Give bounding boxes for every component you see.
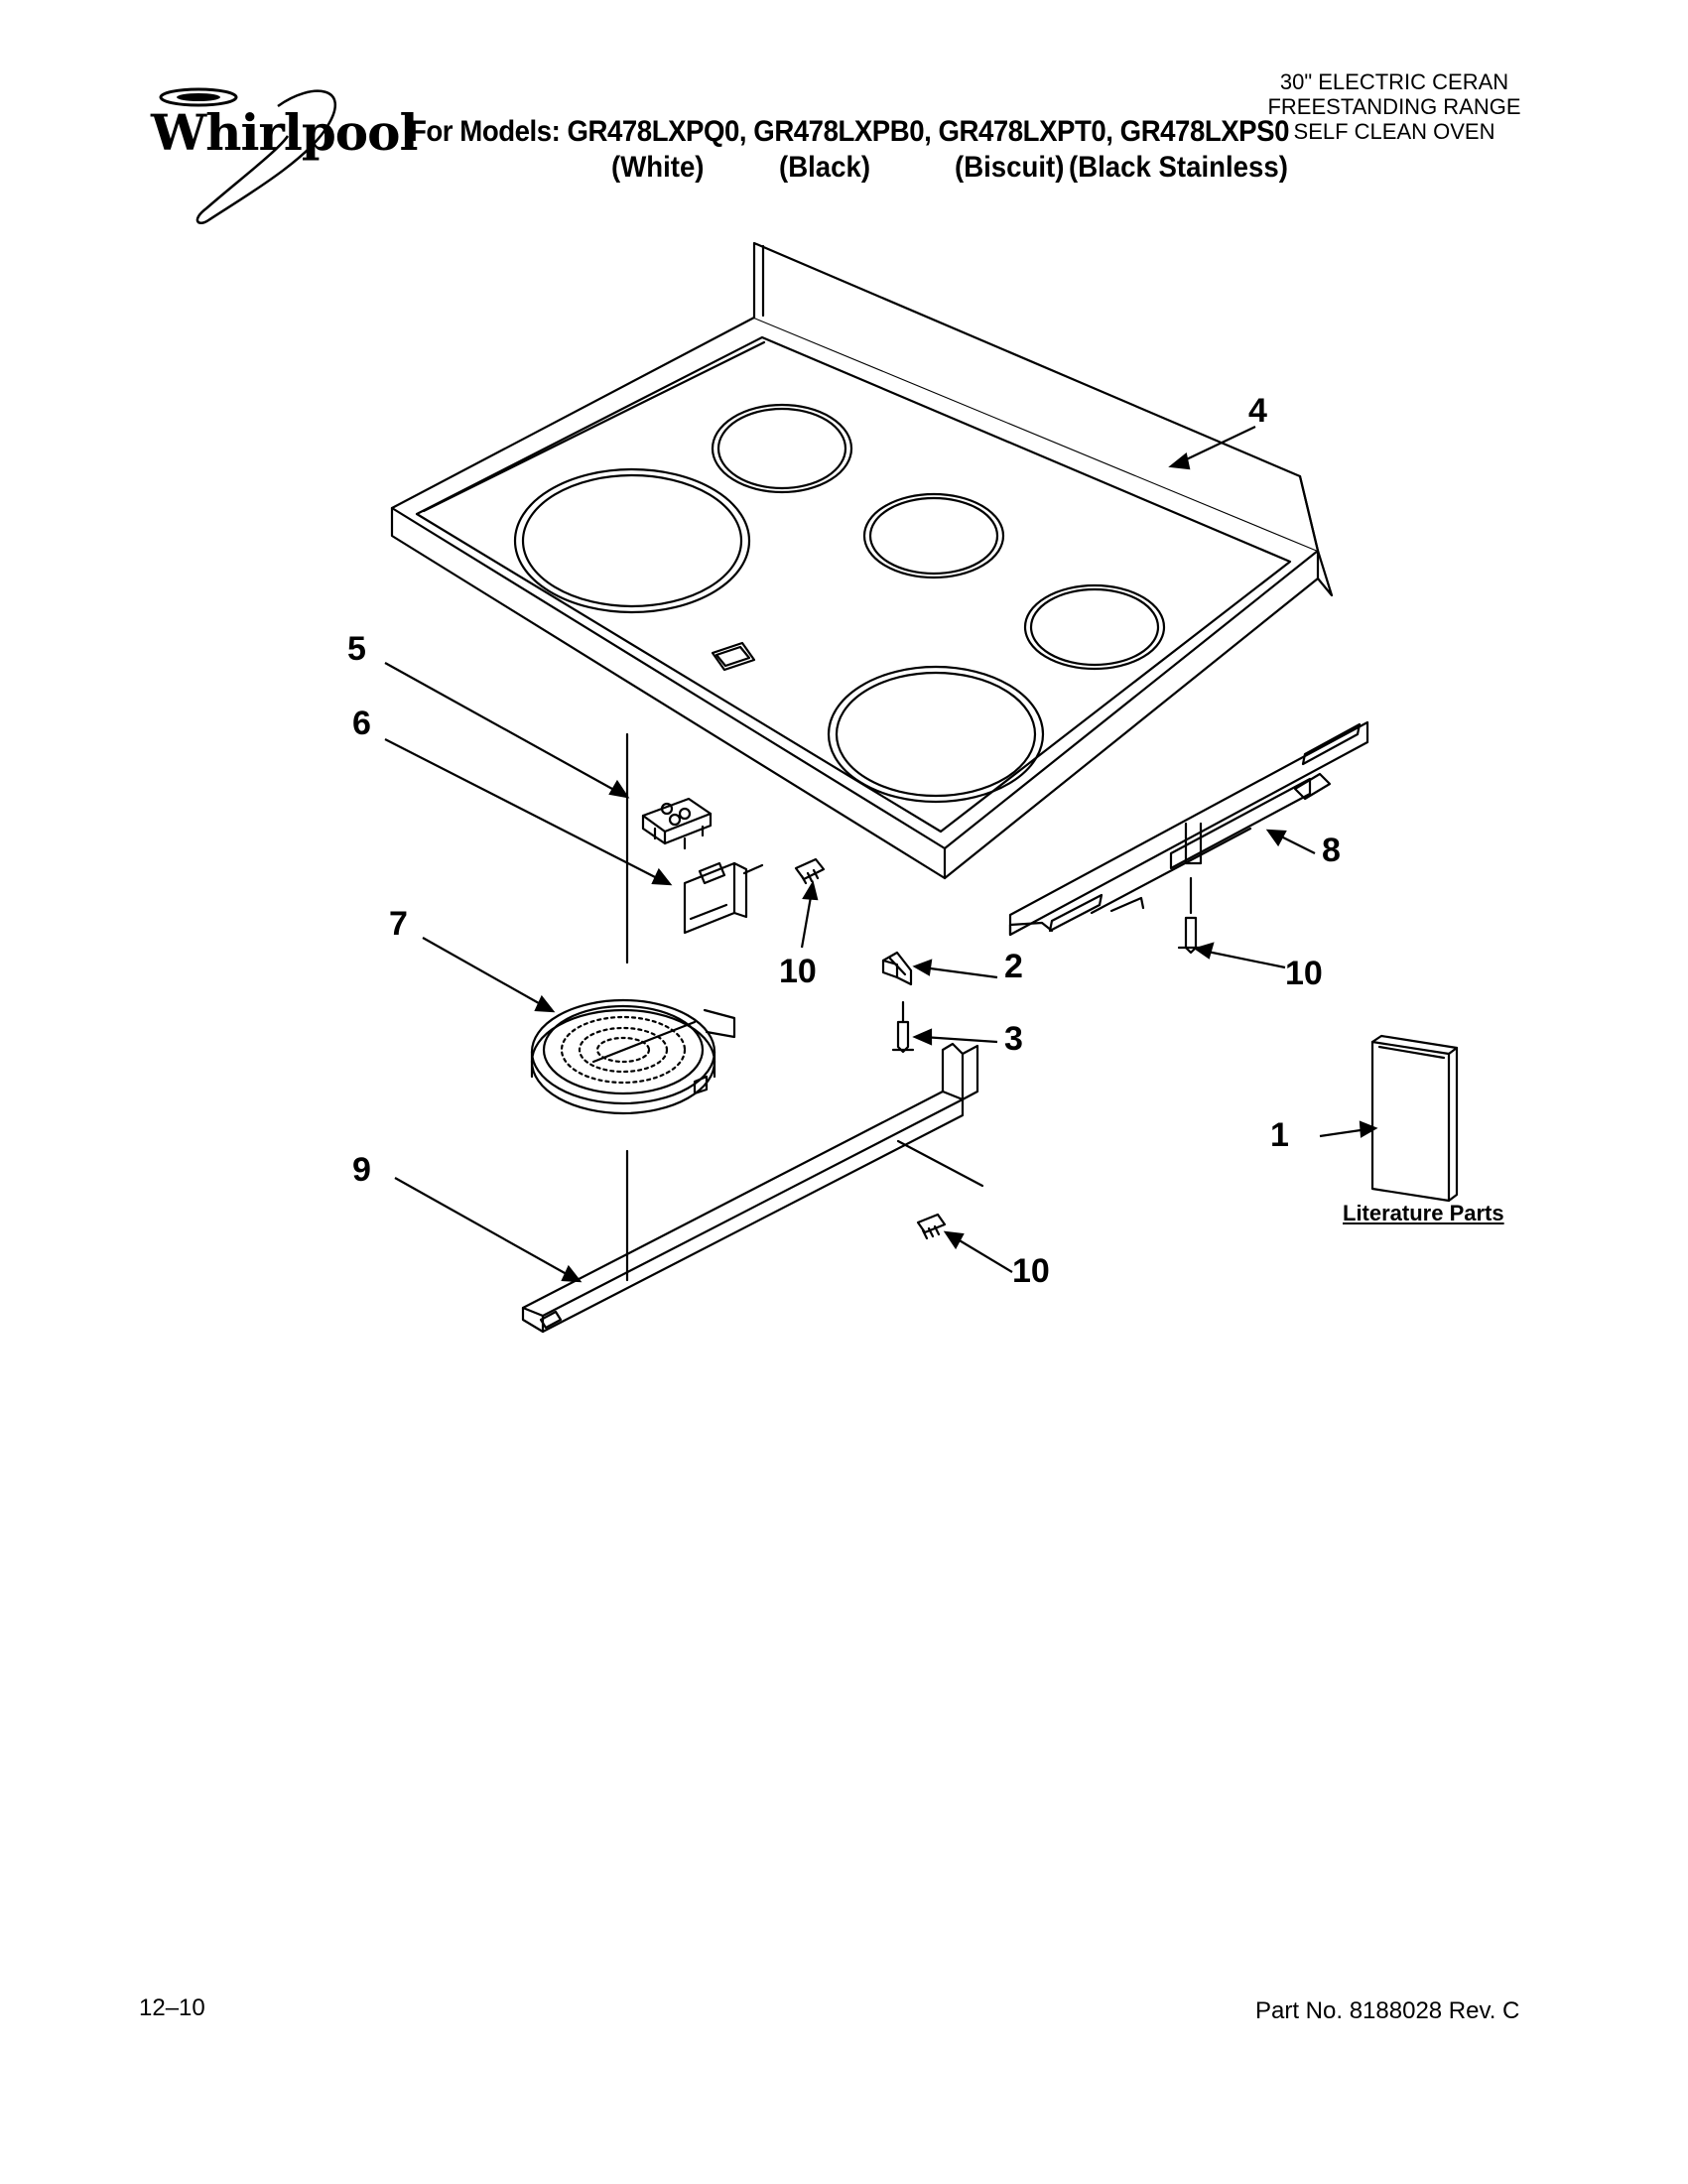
product-title-line-2: FREESTANDING RANGE (1267, 94, 1521, 119)
product-title-line-1: 30" ELECTRIC CERAN (1279, 69, 1509, 94)
whirlpool-logo: Whirlpool (129, 81, 418, 230)
terminal-bracket (683, 861, 748, 935)
logo-swirl-graphic (159, 87, 336, 225)
callout-3: 3 (1004, 1020, 1023, 1058)
rear-mounting-bracket (1008, 720, 1369, 937)
variant-white: (White) (611, 151, 705, 184)
brand-wordmark: Whirlpool (151, 103, 418, 162)
assembly-guide-lines (625, 732, 1193, 1282)
models-heading: For Models: GR478LXPQ0, GR478LXPB0, GR47… (410, 115, 1289, 148)
product-title-line-3: SELF CLEAN OVEN (1293, 119, 1495, 144)
callout-arrows (384, 426, 1378, 1283)
screw-bottom (916, 1213, 947, 1240)
callout-10-top: 10 (779, 953, 817, 990)
callout-2: 2 (1004, 948, 1023, 985)
radiant-surface-element (530, 998, 736, 1115)
variant-black: (Black) (779, 151, 871, 184)
callout-10-bottom: 10 (1012, 1252, 1050, 1290)
screw-center (891, 1020, 915, 1054)
callout-8: 8 (1322, 832, 1341, 869)
cooktop-main-top (390, 241, 1334, 880)
callout-5: 5 (347, 630, 366, 668)
front-bracket (521, 1042, 979, 1334)
callout-4: 4 (1248, 392, 1267, 430)
cooktop-burner-rings (513, 403, 1166, 804)
literature-parts-label: Literature Parts (1343, 1201, 1504, 1225)
variant-biscuit: (Biscuit) (955, 151, 1065, 184)
callout-1: 1 (1270, 1116, 1289, 1154)
screw-top-left (794, 857, 826, 885)
callout-7: 7 (389, 905, 408, 943)
retaining-clip (881, 951, 913, 986)
footer-date-code: 12–10 (139, 1994, 205, 2021)
footer-part-number: Part No. 8188028 Rev. C (1255, 1997, 1520, 2024)
literature-booklet (1370, 1034, 1459, 1203)
variant-black-stainless: (Black Stainless) (1069, 151, 1288, 184)
callout-10-right: 10 (1285, 955, 1323, 992)
terminal-block (641, 797, 713, 850)
callout-6: 6 (352, 705, 371, 742)
callout-9: 9 (352, 1151, 371, 1189)
